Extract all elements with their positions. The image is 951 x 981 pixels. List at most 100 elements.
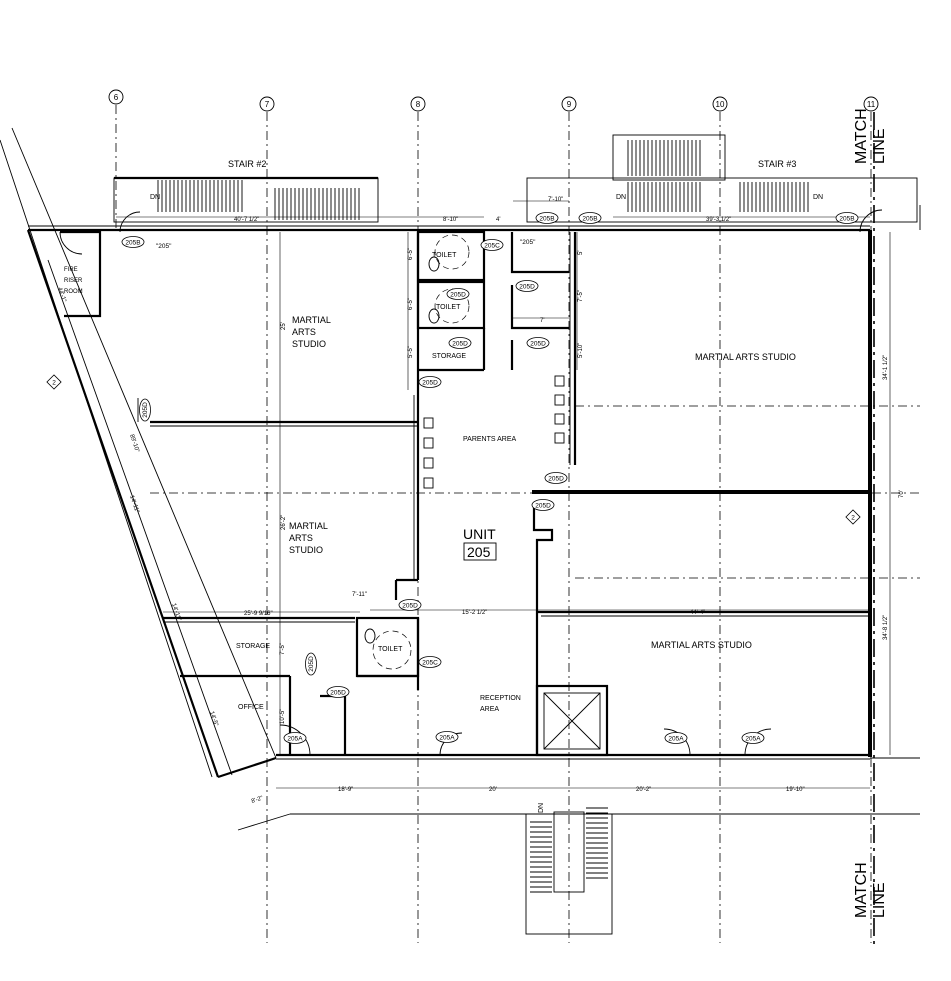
svg-text:205D: 205D	[548, 476, 564, 483]
stair-3-dn-b: DN	[813, 194, 823, 201]
dim-6-5a: 6'-5"	[408, 248, 414, 260]
grid-bubble-6: 6	[108, 89, 124, 105]
svg-text:205C: 205C	[484, 243, 500, 250]
svg-text:205B: 205B	[582, 216, 597, 223]
door-tag: 205D	[139, 398, 151, 422]
unit-label-text: UNIT	[463, 526, 496, 542]
dim-7: 7'	[540, 318, 544, 324]
dim-14-11a: 14'-11"	[170, 603, 182, 622]
stair-3: STAIR #3 DN DN	[526, 134, 918, 223]
stair-2-dn: DN	[150, 194, 160, 201]
match-line-bottom-2: LINE	[871, 882, 888, 918]
door-tag: 205C	[480, 239, 504, 251]
stair-2-label: STAIR #2	[228, 159, 266, 169]
door-tag: 205A	[435, 731, 459, 743]
grid-label-7: 7	[265, 100, 270, 109]
grid-bubble-8: 8	[410, 96, 426, 112]
door-tag: 205B	[578, 212, 602, 224]
room-studio-w-1: MARTIAL	[289, 521, 328, 531]
svg-text:205A: 205A	[668, 736, 684, 743]
door-tag: 205D	[531, 499, 555, 511]
door-tag: 205B	[121, 236, 145, 248]
door-tags: 205B "205" "205" 205B 205B 205B 205C 205…	[121, 212, 859, 744]
grid-label-8: 8	[416, 100, 421, 109]
room-storage-west: STORAGE	[236, 643, 270, 650]
match-line-bottom-1: MATCH	[853, 862, 870, 918]
svg-text:205D: 205D	[519, 284, 535, 291]
stair-3-label: STAIR #3	[758, 159, 796, 169]
svg-text:205A: 205A	[287, 736, 303, 743]
door-tag: 205B	[835, 212, 859, 224]
room-studio-nw-3: STUDIO	[292, 339, 326, 349]
door-tag: 205D	[418, 376, 442, 388]
svg-text:205D: 205D	[422, 380, 438, 387]
room-studio-se: MARTIAL ARTS STUDIO	[651, 640, 752, 650]
match-line: MATCH LINE MATCH LINE	[853, 108, 888, 945]
room-parents-area: PARENTS AREA	[463, 436, 516, 443]
keynote-marker: 2	[845, 509, 861, 525]
match-line-top-2: LINE	[871, 128, 888, 164]
dim-20: 20'	[489, 787, 497, 793]
plumbing-fixtures	[119, 209, 883, 756]
door-tag: 205D	[448, 337, 472, 349]
svg-text:205D: 205D	[535, 503, 551, 510]
dim-7-10: 7'-10"	[548, 197, 563, 203]
parents-area-seating	[423, 375, 565, 489]
door-tag: 205D	[526, 337, 550, 349]
svg-text:205C: 205C	[422, 660, 438, 667]
dim-15-2: 15'-2 1/2"	[462, 610, 487, 616]
keynotes: 2 2	[46, 374, 861, 525]
door-tag: 205D	[446, 288, 470, 300]
fire-riser-label-1: FIRE	[64, 267, 78, 273]
svg-text:205B: 205B	[125, 240, 140, 247]
grid-label-10: 10	[716, 100, 725, 109]
dim-25-9: 25'-9 9/16"	[244, 611, 273, 617]
unit-number: 205	[467, 544, 491, 560]
interior-partitions	[137, 230, 870, 757]
svg-text:205D: 205D	[450, 292, 466, 299]
room-reception-1: RECEPTION	[480, 695, 521, 702]
room-office: OFFICE	[238, 704, 264, 711]
door-tag: 205D	[544, 472, 568, 484]
door-tag: 205A	[664, 732, 688, 744]
dim-40-7: 40'-7 1/2"	[234, 217, 259, 223]
stair-south-dn: DN	[538, 803, 545, 813]
dimension-lines	[116, 200, 891, 789]
dim-89-10: 89'-10"	[128, 434, 140, 454]
door-tag: 205A	[283, 732, 307, 744]
stair-south: DN	[525, 803, 613, 935]
dim-39-3: 39'-3 1/2"	[706, 217, 731, 223]
door-tag: 205D	[398, 599, 422, 611]
dim-5-5: 5'-5"	[408, 346, 414, 358]
grid-bubble-7: 7	[259, 96, 275, 112]
grid-bubble-11: 11	[863, 96, 879, 112]
door-tag: 205D	[515, 280, 539, 292]
room-studio-nw-1: MARTIAL	[292, 315, 331, 325]
fire-riser-label-3: ROOM	[64, 289, 83, 295]
match-line-top-1: MATCH	[853, 108, 870, 164]
grid-label-9: 9	[567, 100, 572, 109]
stair-2: STAIR #2 DN	[113, 159, 379, 223]
grid-label-11: 11	[867, 100, 876, 109]
svg-text:205D: 205D	[308, 656, 315, 672]
svg-text:205B: 205B	[839, 216, 854, 223]
door-tag: 205D	[326, 686, 350, 698]
svg-text:205D: 205D	[402, 603, 418, 610]
room-studio-ne: MARTIAL ARTS STUDIO	[695, 352, 796, 362]
svg-text:205A: 205A	[745, 736, 761, 743]
svg-text:205B: 205B	[539, 216, 554, 223]
keynote-marker: 2	[46, 374, 62, 390]
door-tag: 205C	[418, 656, 442, 668]
dim-8-2: 8'-2"	[251, 796, 264, 805]
dim-25: 25'	[281, 322, 287, 330]
dim-8-10: 8'-10"	[443, 217, 458, 223]
dim-19-10: 19'-10"	[786, 787, 805, 793]
grid-label-6: 6	[114, 93, 119, 102]
door-tag: 205A	[741, 732, 765, 744]
dim-7-11: 7'-11"	[352, 592, 367, 598]
exterior-walls	[0, 127, 921, 831]
dim-5: 5'	[578, 251, 584, 255]
svg-text:205D: 205D	[330, 690, 346, 697]
svg-text:205A: 205A	[439, 735, 455, 742]
